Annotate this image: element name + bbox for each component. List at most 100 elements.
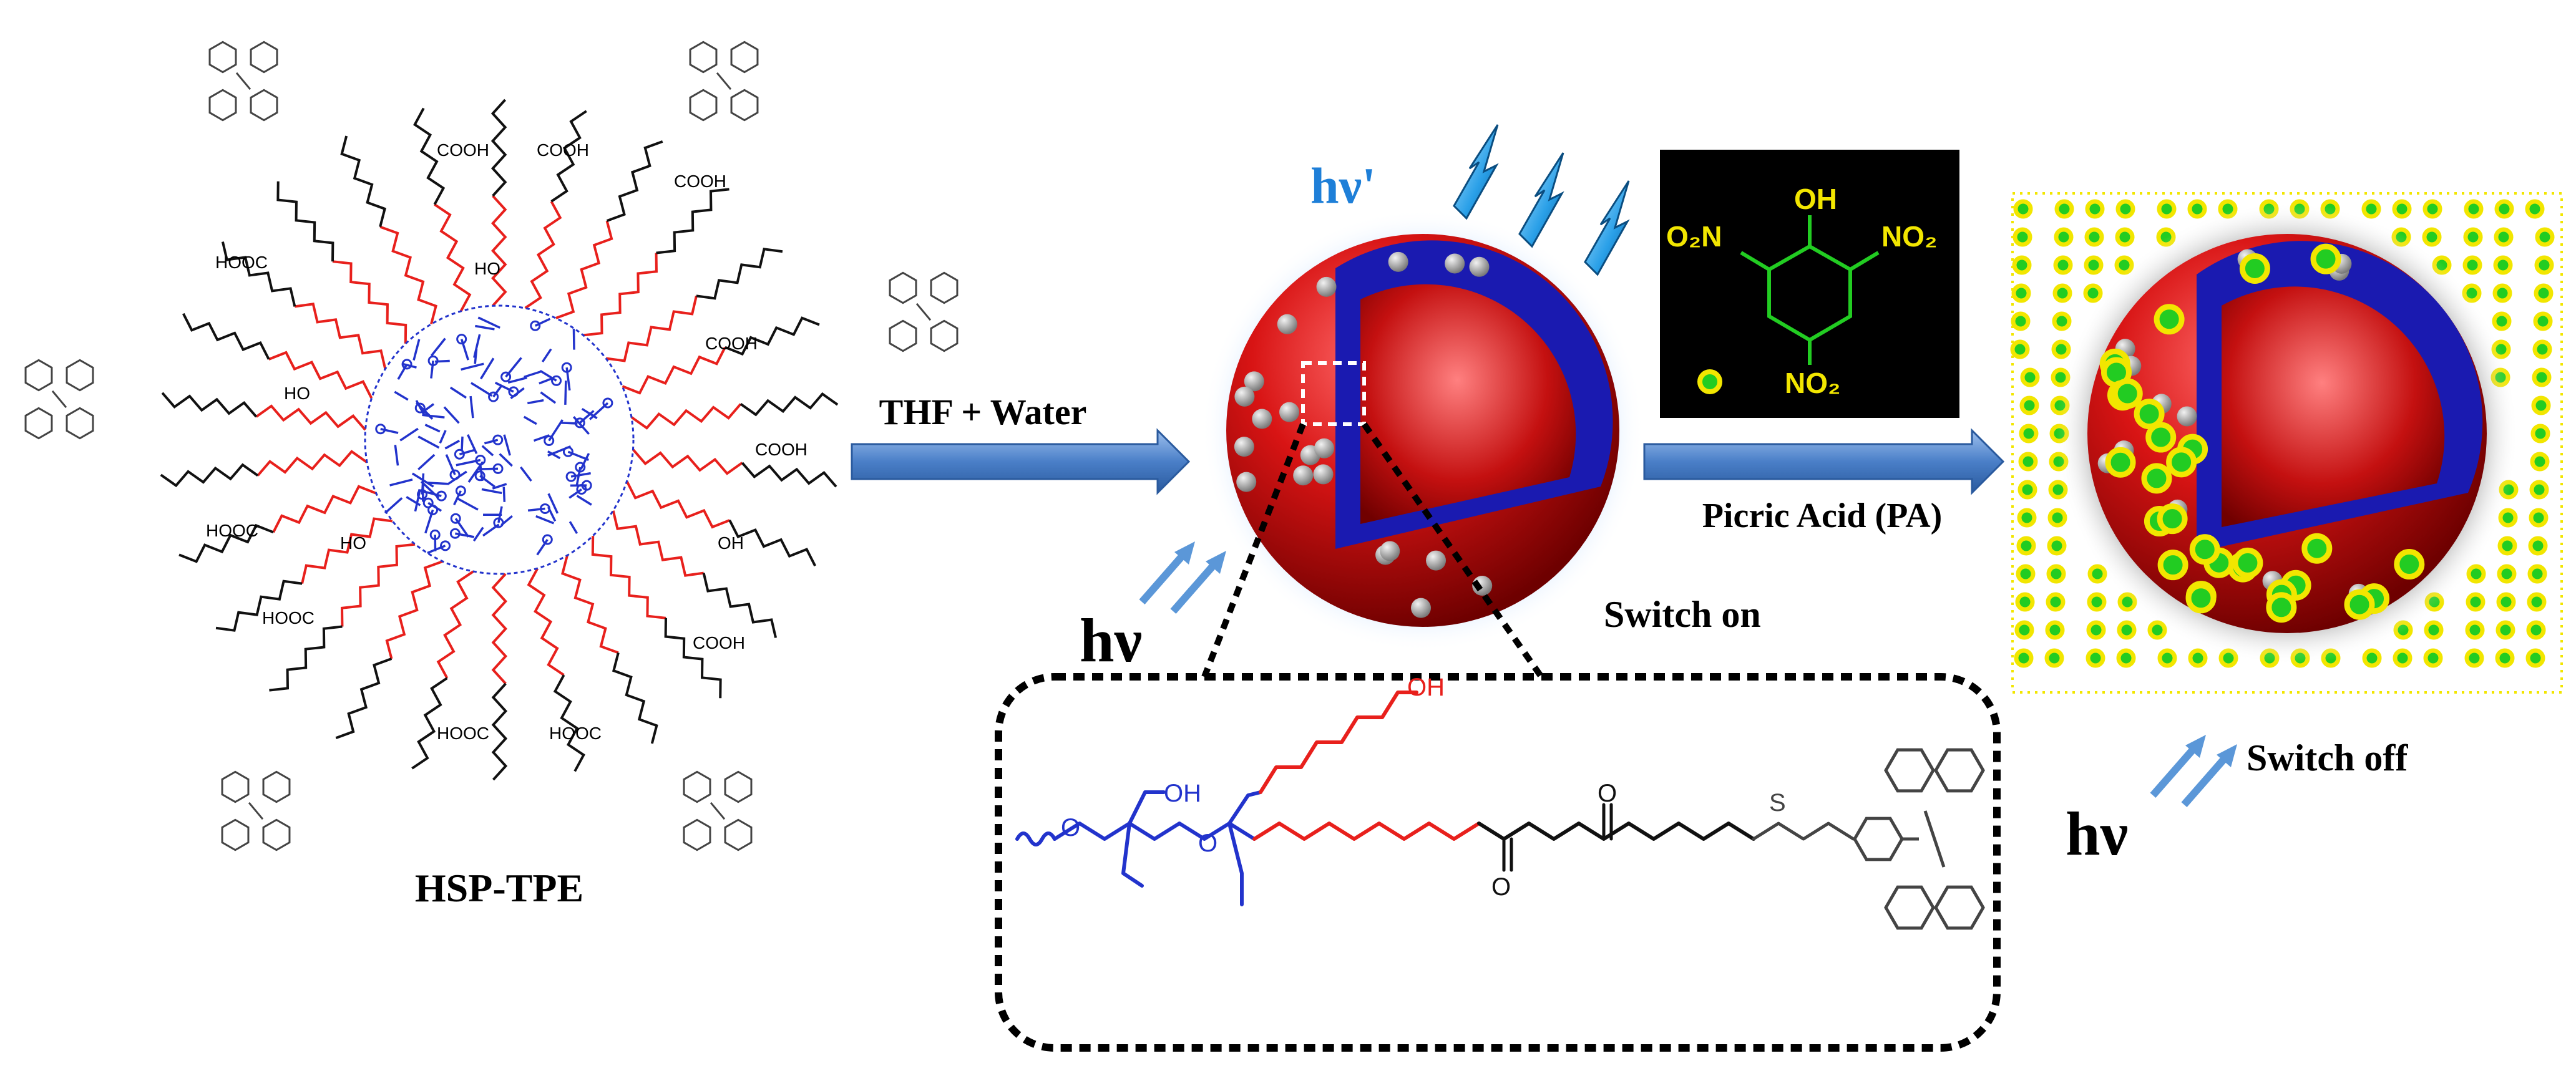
core-ether-oxygen	[492, 463, 504, 474]
ether-o-label: O	[1061, 814, 1080, 841]
pa-molecule	[2084, 227, 2104, 247]
core-bond	[564, 381, 567, 405]
core-bond	[572, 416, 590, 435]
phenyl-ring	[66, 359, 94, 392]
group-label-cooh: COOH	[693, 633, 745, 652]
core-bond	[536, 539, 549, 556]
adsorbed-pa	[2157, 503, 2188, 535]
pa-molecule	[2013, 199, 2033, 219]
core-bond	[507, 376, 527, 384]
core-bond	[547, 450, 561, 460]
linker-arm	[696, 248, 783, 300]
adsorbed-pa	[2145, 422, 2177, 453]
phenyl-ring	[730, 41, 759, 74]
phenyl-ring	[689, 89, 718, 122]
peg-arm	[561, 555, 619, 654]
pa-no2-right-label: NO₂	[1881, 220, 1937, 253]
peg-arm	[268, 351, 373, 399]
carbonyl-o-label: O	[1491, 873, 1511, 901]
nanoparticle-off	[2056, 203, 2518, 664]
pa-molecule	[2046, 564, 2066, 584]
peg-arm	[295, 303, 387, 369]
phenyl-ring	[208, 89, 237, 122]
picric-acid-label: Picric Acid (PA)	[1702, 497, 1943, 535]
tpe-end-groups	[24, 41, 959, 851]
pa-molecule	[2019, 395, 2039, 415]
core-bond	[572, 329, 575, 350]
core-ether-oxygen	[401, 359, 412, 370]
pa-molecule	[2087, 592, 2107, 612]
adsorbed-pa	[2232, 547, 2263, 578]
core-o-label: O	[1198, 830, 1217, 857]
peg-arm	[555, 220, 613, 319]
pa-molecule	[2528, 536, 2548, 556]
pa-molecule	[2362, 648, 2382, 668]
core-bond	[402, 362, 417, 369]
hydroxyl-label: OH	[1164, 780, 1201, 807]
peg-oh-label: OH	[1407, 674, 1445, 701]
core-bond	[499, 453, 513, 467]
linker-arm	[178, 523, 274, 563]
core-bond	[430, 361, 434, 379]
adsorbed-pa	[2154, 304, 2185, 335]
group-label-oh: OH	[718, 533, 744, 553]
peg-arm	[625, 480, 730, 529]
core-ether-oxygen	[429, 529, 441, 540]
pa-molecule	[2012, 255, 2032, 275]
peg-arm	[256, 450, 368, 477]
core-ether-oxygen	[551, 375, 562, 386]
phenyl-ring	[1934, 885, 1985, 930]
core-ether-oxygen	[565, 471, 577, 482]
core-bond	[481, 488, 502, 495]
peg-arm	[436, 570, 474, 679]
tpe-aggregates-quenched	[2097, 243, 2425, 623]
core-bond	[414, 489, 421, 512]
core-bond	[527, 399, 544, 405]
phenyl-ring	[1934, 748, 1985, 793]
pa-molecule	[2422, 227, 2442, 247]
pa-molecule	[2016, 564, 2036, 584]
core-ether-oxygen	[575, 462, 586, 473]
zoom-detail-box	[995, 673, 2001, 1052]
core-ether-oxygen	[375, 424, 386, 435]
pa-molecule	[2052, 283, 2072, 303]
pa-molecule	[2044, 648, 2064, 668]
core-bond	[439, 430, 447, 444]
core-bond	[541, 348, 552, 363]
core-ether-oxygen	[562, 446, 573, 457]
peg-arm	[272, 485, 377, 533]
ethylene-bond	[235, 72, 251, 90]
core-bond	[494, 381, 514, 393]
pa-molecule	[2157, 648, 2177, 668]
core-bond	[380, 427, 399, 434]
core-bond	[559, 422, 578, 425]
core-bond	[424, 424, 441, 433]
pa-molecule	[2492, 283, 2512, 303]
tpe-group	[683, 770, 753, 851]
core-bond	[417, 435, 440, 449]
pa-molecule	[2115, 199, 2135, 219]
hv-excitation-label-1: hν	[1080, 606, 1142, 675]
pa-molecule	[2496, 620, 2515, 640]
adsorbed-pa	[2134, 399, 2165, 430]
pa-molecule	[2017, 480, 2037, 500]
pa-molecule	[2465, 620, 2485, 640]
core-bond	[527, 507, 545, 512]
tpe-aggregate	[1426, 550, 1447, 571]
excitation-arrows-right	[2150, 735, 2237, 807]
pa-molecule	[2014, 620, 2034, 640]
group-label-hooc: HOOC	[262, 608, 315, 628]
linker-arm	[739, 392, 839, 417]
core-ether-oxygen	[454, 448, 465, 460]
phenyl-ring	[24, 359, 53, 392]
sulfur-label: S	[1769, 789, 1786, 817]
pa-molecule	[2492, 311, 2512, 331]
peg-arm	[524, 200, 562, 309]
core-bond	[535, 515, 555, 525]
tpe-aggregate	[1279, 402, 1300, 422]
pa-molecule	[2020, 367, 2040, 387]
linker-arm	[664, 618, 722, 699]
pa-molecule	[2464, 648, 2484, 668]
repeat-unit-structure	[1015, 691, 1855, 906]
core-bond	[469, 395, 474, 419]
